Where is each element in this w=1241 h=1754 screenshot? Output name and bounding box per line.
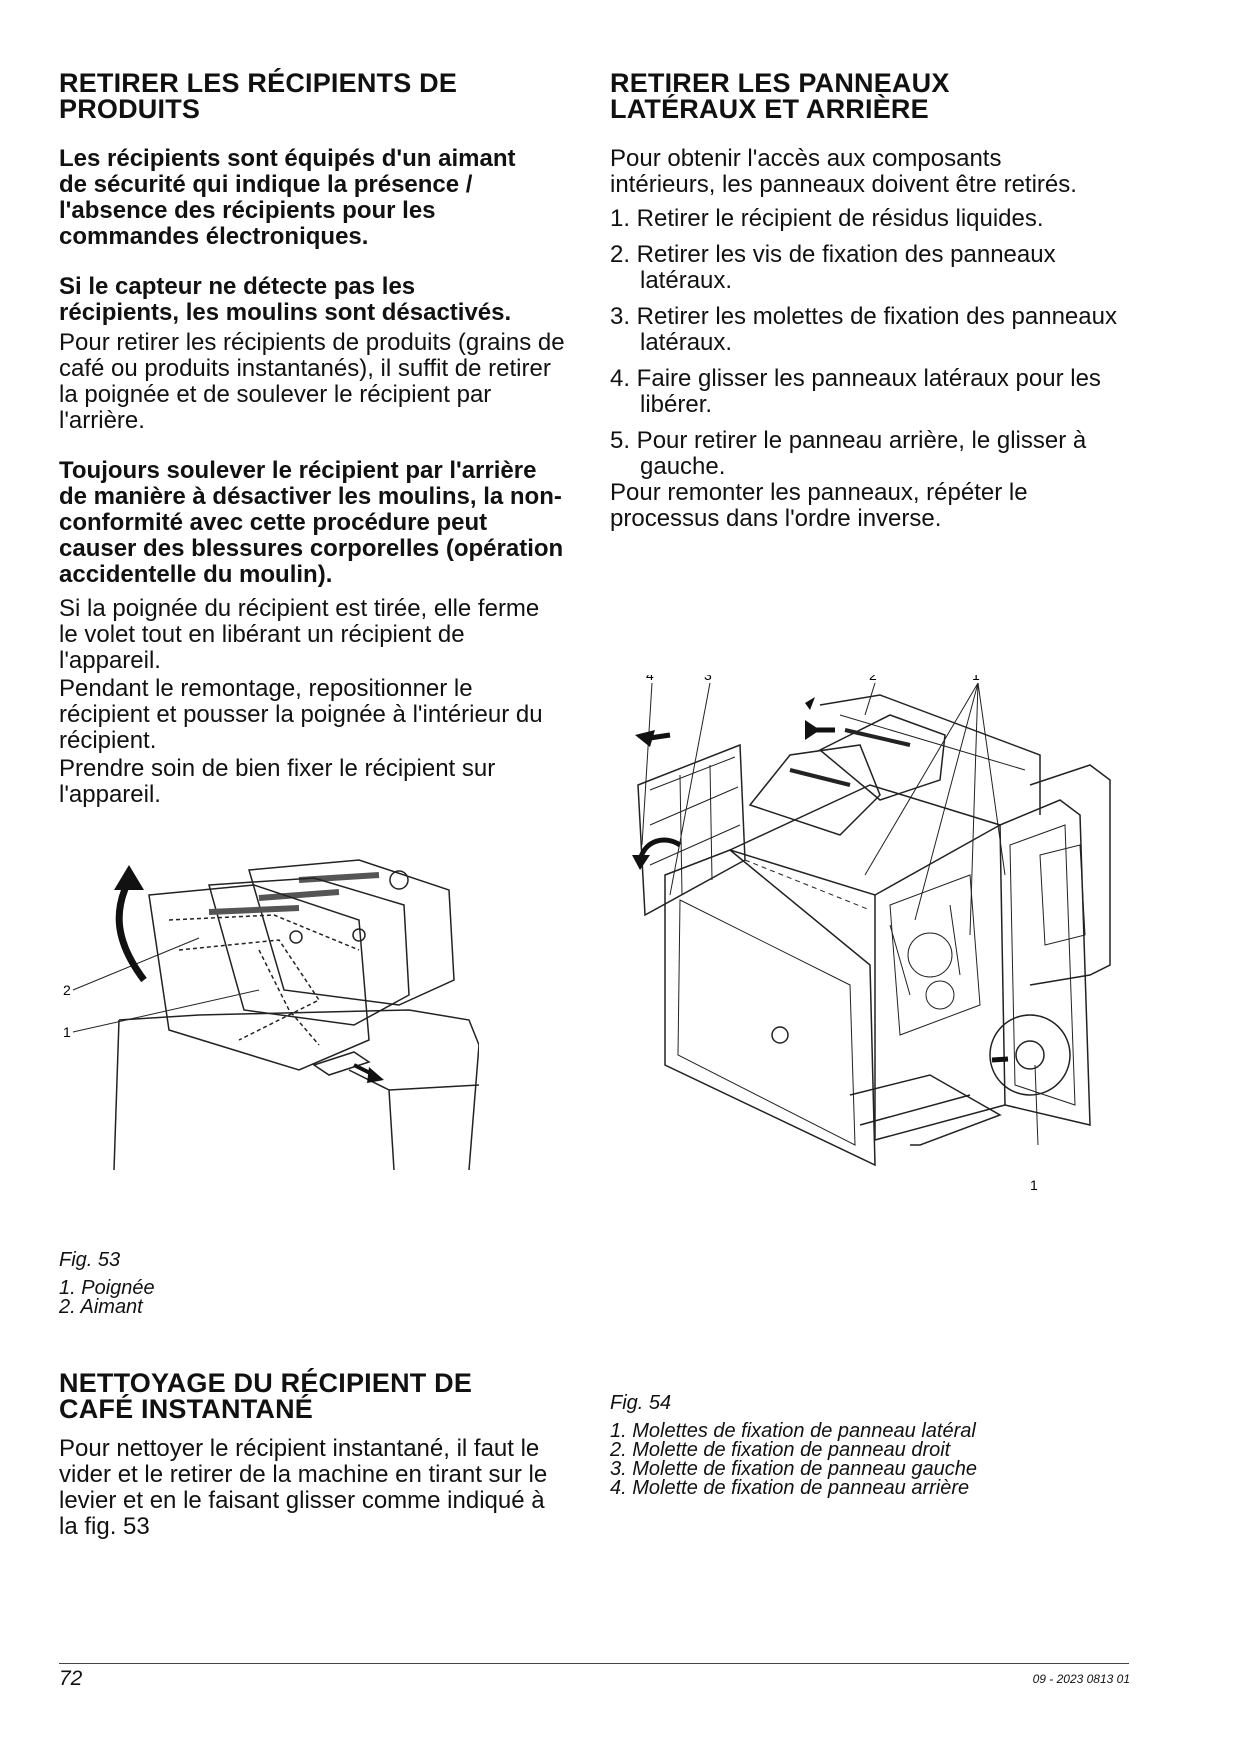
fig53-caption: Fig. 53 (59, 1249, 121, 1271)
step-item: 4. Faire glisser les panneaux latéraux p… (610, 365, 1101, 418)
fig54-callout-4: 4 (646, 675, 654, 683)
warning-capteur: Si le capteur ne détecte pas les récipie… (59, 273, 512, 326)
fig54-legend: 1. Molettes de fixation de panneau latér… (610, 1420, 1130, 1499)
step-item: 2. Retirer les vis de fixation des panne… (610, 241, 1056, 294)
fig54-caption: Fig. 54 (610, 1392, 672, 1414)
step-item: 1. Retirer le récipient de résidus liqui… (610, 205, 1044, 232)
fig53-legend-item: 2. Aimant (59, 1296, 143, 1318)
footer-divider (59, 1663, 1129, 1664)
fig54-callout-3: 3 (704, 675, 712, 683)
warning-aimant: Les récipients sont équipés d'un aimant … (59, 145, 516, 250)
section-nettoyage: NETTOYAGE DU RÉCIPIENT DE CAFÉ INSTANTAN… (59, 1370, 569, 1540)
para-intro: Pour obtenir l'accès aux composants inté… (610, 145, 1077, 198)
para-retirer: Pour retirer les récipients de produits … (59, 329, 565, 434)
fig53-caption-block: Fig. 53 1. Poignée 2. Aimant (59, 1250, 569, 1317)
fig54-legend-item: 1. Molettes de fixation de panneau latér… (610, 1420, 976, 1442)
fig53-callout-2: 2 (63, 982, 71, 998)
right-column: RETIRER LES PANNEAUX LATÉRAUX ET ARRIÈRE… (610, 70, 1130, 532)
warning-soulever: Toujours soulever le récipient par l'arr… (59, 457, 564, 588)
step-item: 3. Retirer les molettes de fixation des … (610, 303, 1117, 356)
page-number: 72 (59, 1667, 83, 1690)
para-poignee: Si la poignée du récipient est tirée, el… (59, 595, 540, 674)
fig54-legend-item: 4. Molette de fixation de panneau arrièr… (610, 1477, 970, 1499)
fig54-callout-1: 1 (972, 675, 980, 683)
fig54-callout-1-bottom: 1 (1030, 1177, 1038, 1193)
fig53-legend: 1. Poignée 2. Aimant (59, 1277, 569, 1318)
fig54-illustration: 4 3 2 1 1 (632, 675, 1111, 1193)
left-column: RETIRER LES RÉCIPIENTS DE PRODUITS Les r… (59, 70, 569, 808)
fig53-legend-item: 1. Poignée (59, 1277, 155, 1299)
section-title-nettoyage: NETTOYAGE DU RÉCIPIENT DE CAFÉ INSTANTAN… (59, 1368, 473, 1424)
para-remonter: Pour remonter les panneaux, répéter le p… (610, 479, 1028, 532)
steps-list: 1. Retirer le récipient de résidus liqui… (610, 206, 1130, 480)
section-title-panneaux: RETIRER LES PANNEAUX LATÉRAUX ET ARRIÈRE (610, 68, 950, 124)
doc-reference: 09 - 2023 0813 01 (1032, 1672, 1130, 1686)
fig53-illustration: 2 1 (63, 859, 479, 1170)
para-fixer: Prendre soin de bien fixer le récipient … (59, 755, 496, 808)
step-item: 5. Pour retirer le panneau arrière, le g… (610, 427, 1087, 480)
fig54-caption-block: Fig. 54 1. Molettes de fixation de panne… (610, 1393, 1130, 1498)
fig54-legend-item: 3. Molette de fixation de panneau gauche (610, 1458, 977, 1480)
section-title-retirer-recipients: RETIRER LES RÉCIPIENTS DE PRODUITS (59, 68, 458, 124)
para-remontage: Pendant le remontage, repositionner le r… (59, 675, 543, 754)
para-nettoyage: Pour nettoyer le récipient instantané, i… (59, 1435, 548, 1540)
fig54-legend-item: 2. Molette de fixation de panneau droit (610, 1439, 951, 1461)
fig53-callout-1: 1 (63, 1024, 71, 1040)
fig54-callout-2: 2 (869, 675, 877, 683)
